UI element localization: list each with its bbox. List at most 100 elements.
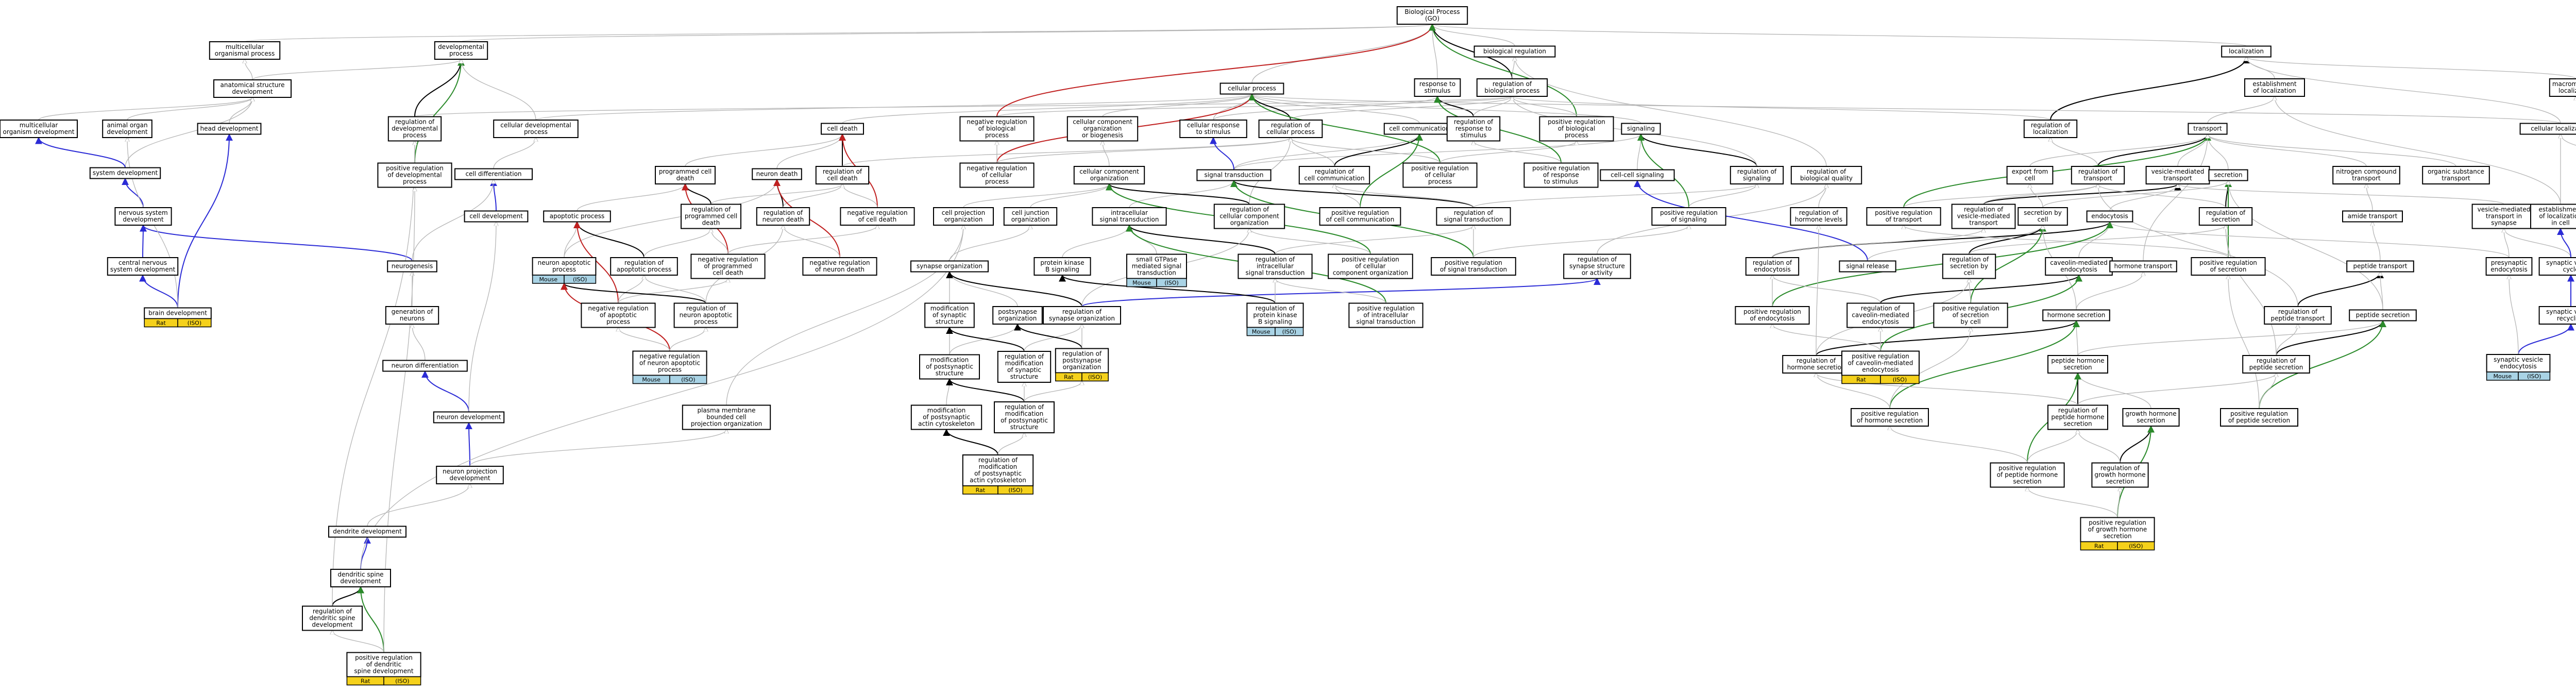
go-term-node[interactable]: synaptic vesiclerecycling: [2538, 306, 2576, 325]
go-term-node[interactable]: cellular process: [1219, 82, 1284, 95]
go-term-node[interactable]: signal transduction: [1196, 169, 1272, 181]
go-term-node[interactable]: amide transport: [2342, 210, 2403, 223]
go-term-node[interactable]: hormone secretion: [2042, 309, 2110, 321]
go-term-node[interactable]: neuron differentiation: [382, 360, 468, 372]
go-term-node[interactable]: synaptic vesiclecycle: [2538, 257, 2576, 276]
go-term-node[interactable]: neuron development: [433, 411, 505, 424]
go-term-node[interactable]: Biological Process(GO): [1396, 6, 1468, 25]
go-term-node[interactable]: cell-cell signaling: [1600, 169, 1675, 181]
go-term-node[interactable]: regulation ofpostsynapseorganizationRat(…: [1055, 348, 1109, 382]
go-term-node[interactable]: hormone transport: [2109, 260, 2177, 273]
go-term-node[interactable]: signaling: [1621, 123, 1661, 135]
go-term-node[interactable]: cell communication: [1383, 123, 1455, 135]
go-term-node[interactable]: cell death: [821, 123, 864, 135]
go-term-node[interactable]: peptide transport: [2346, 260, 2414, 273]
go-term-node[interactable]: system development: [89, 167, 161, 179]
go-term-node[interactable]: peptide secretion: [2349, 309, 2417, 321]
go-term-node[interactable]: head development: [197, 123, 262, 135]
go-term-node[interactable]: signal release: [1839, 260, 1896, 273]
go-term-node[interactable]: biological regulation: [1473, 45, 1556, 58]
go-term-node[interactable]: endocytosis: [2086, 210, 2133, 223]
go-term-node[interactable]: transport: [2188, 123, 2228, 135]
